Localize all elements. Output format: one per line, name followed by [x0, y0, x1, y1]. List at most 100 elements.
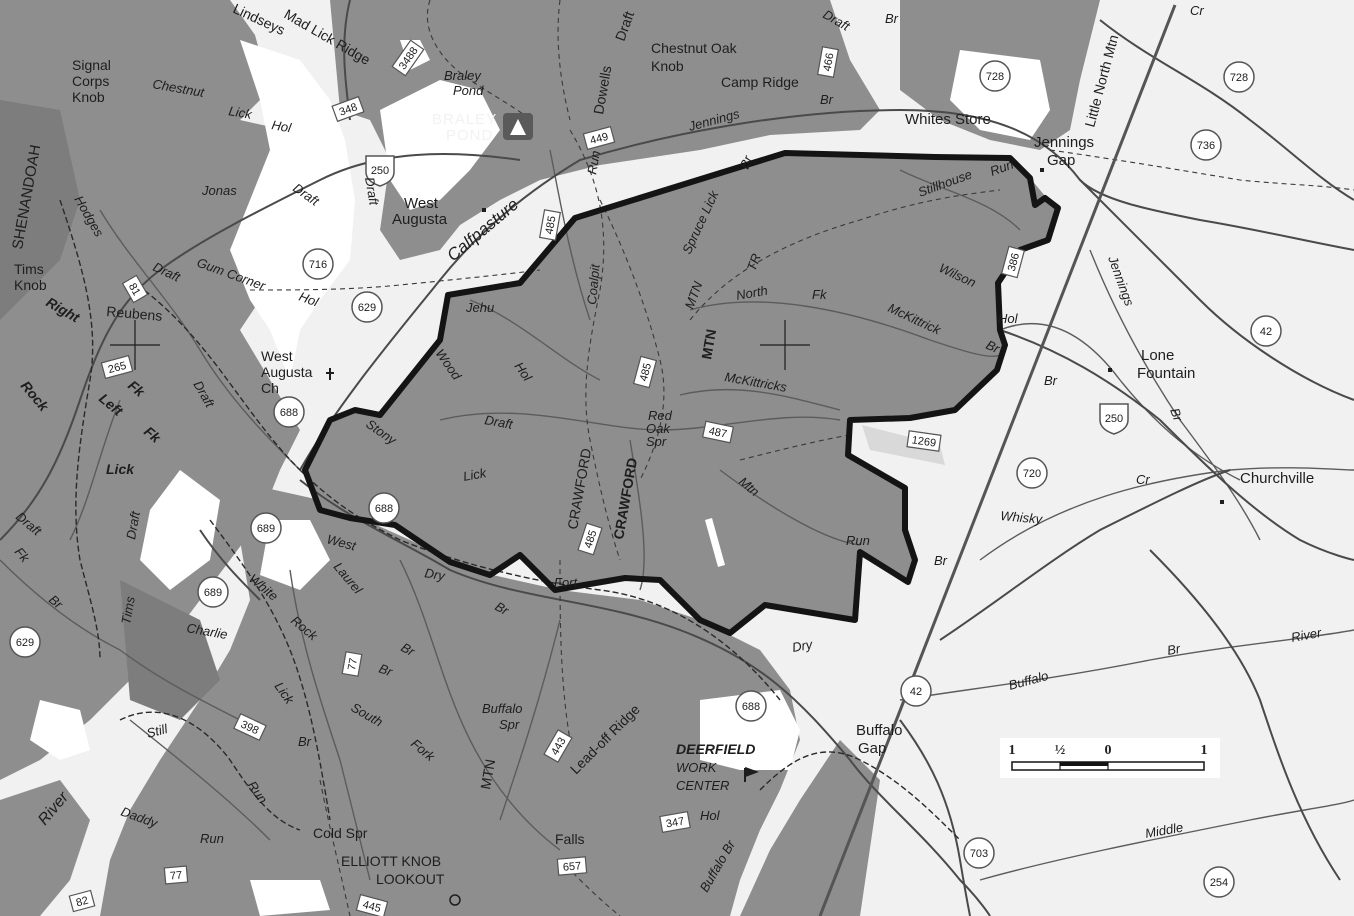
railroads [59, 199, 961, 841]
svg-text:386: 386 [1006, 252, 1022, 273]
water-label: Br [298, 734, 312, 749]
scale-bar-background [1000, 738, 1220, 778]
place-label: Knob [651, 58, 684, 74]
place-label: Cold Spr [313, 825, 368, 841]
lookout-tower-icon [449, 894, 461, 906]
us-route-shield: 250 [1099, 403, 1129, 435]
water-label: Run [200, 831, 224, 846]
water-label: Charlie [185, 620, 228, 642]
svg-text:42: 42 [910, 686, 922, 698]
svg-text:81: 81 [126, 281, 143, 298]
flag-icon [744, 767, 759, 782]
svg-text:485: 485 [582, 529, 599, 550]
place-label: Chestnut Oak [651, 40, 738, 56]
place-label: Fountain [1137, 365, 1195, 382]
place-label: Jennings [1034, 134, 1094, 151]
water-label: Draft [123, 509, 143, 541]
scale-label: ½ [1055, 743, 1066, 758]
water-label: Middle [1144, 820, 1184, 841]
svg-text:487: 487 [708, 425, 728, 441]
svg-text:347: 347 [665, 815, 685, 830]
svg-text:1269: 1269 [911, 434, 937, 449]
water-label: Draft [362, 176, 382, 208]
place-label: Lone [1141, 347, 1174, 364]
svg-text:77: 77 [346, 657, 360, 671]
svg-text:688: 688 [375, 503, 393, 515]
route-shield: 629 [9, 626, 41, 658]
water-label: North [735, 283, 769, 303]
place-label: Knob [14, 277, 47, 293]
svg-text:254: 254 [1210, 877, 1228, 889]
little-north-mountain-line [818, 4, 1177, 916]
svg-text:728: 728 [986, 71, 1004, 83]
building-icon [1220, 500, 1224, 504]
route-shield: 716 [302, 248, 334, 280]
water-label: Br [737, 153, 756, 171]
forest-road-tag: 77 [341, 651, 363, 677]
place-label: Camp Ridge [721, 74, 799, 90]
water-label: Br [1166, 641, 1182, 658]
place-label: Signal [72, 57, 111, 73]
forest-road-tag: 449 [582, 125, 616, 151]
water-label: Draft [483, 412, 515, 432]
forest-road-tag: 445 [355, 893, 389, 916]
place-label: Gap [858, 740, 886, 757]
water-label: Br [934, 553, 948, 568]
forest-road-tag: 265 [100, 354, 134, 380]
place-label: Augusta [261, 364, 313, 380]
place-label: Oak [646, 421, 671, 436]
route-shield: 688 [368, 492, 400, 524]
water-label: Br [377, 661, 395, 680]
water-label: Br [885, 11, 899, 26]
water-label: Jonas [201, 183, 237, 198]
water-label: Jehu [465, 300, 494, 315]
svg-text:265: 265 [107, 360, 128, 376]
svg-text:348: 348 [338, 101, 359, 119]
forest-road-tag: 386 [1000, 245, 1026, 279]
place-label: Falls [555, 831, 585, 847]
water-label: Cr [1190, 3, 1204, 18]
route-shield: 629 [351, 291, 383, 323]
svg-text:250: 250 [1105, 413, 1123, 425]
water-label: Br [1167, 406, 1186, 424]
survey-marks [110, 320, 810, 370]
route-shield: 720 [1016, 457, 1048, 489]
water-label: Lick [462, 465, 489, 484]
place-label: Buffalo [856, 722, 902, 739]
route-shield: 689 [250, 512, 282, 544]
water-label: Hol [297, 289, 322, 310]
route-shield: 42 [900, 675, 932, 707]
place-label: Augusta [392, 211, 448, 228]
place-label: Buffalo [482, 701, 522, 716]
place-label: DEERFIELD [676, 741, 755, 757]
forest-road-tag: 77 [163, 865, 189, 885]
water-label: Hol [270, 117, 293, 135]
crawford-mountain-area [305, 153, 1055, 633]
scale-label: 1 [1201, 743, 1208, 758]
scale-bar: 1 ½ 0 1 [1000, 738, 1220, 778]
water-label: Br [820, 92, 834, 107]
forest-road-tag: 485 [538, 209, 562, 241]
trails [249, 0, 1354, 916]
water-label: Fk [812, 287, 828, 302]
place-label: Spr [646, 434, 667, 449]
place-label: WORK [676, 760, 718, 775]
place-label: West [261, 348, 293, 364]
forest-road-tag: 348 [331, 95, 365, 123]
svg-text:720: 720 [1023, 468, 1041, 480]
forest-road-tag: 82 [68, 889, 96, 913]
forest-road-tag: 81 [121, 274, 149, 304]
place-label: MTN [477, 758, 498, 791]
place-label: ELLIOTT KNOB [341, 853, 441, 869]
place-label: Gap [1047, 152, 1075, 169]
route-shield: 703 [963, 837, 995, 869]
forest-road-tags: 348 3488 466 449 485 485 485 487 1269 38… [68, 39, 1026, 916]
water-label: Cr [1136, 472, 1150, 487]
church-icon [326, 368, 334, 380]
route-shield: 736 [1190, 129, 1222, 161]
svg-text:42: 42 [1260, 326, 1272, 338]
scale-bar-segment [1060, 762, 1108, 766]
map-symbols [326, 113, 1224, 906]
water-label: Br [1044, 373, 1058, 388]
